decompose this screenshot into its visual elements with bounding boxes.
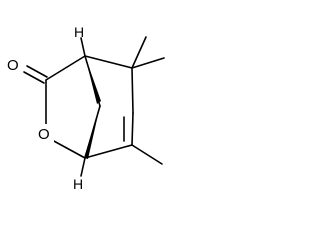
bond-cquat-ch	[131, 67, 134, 114]
bridge-wedge-upper	[85, 56, 101, 104]
ring-oxygen-label: O	[38, 126, 50, 143]
carbonyl-oxygen-label: O	[7, 57, 19, 74]
bridge-wedge-lower	[84, 106, 100, 159]
stereo-h-bottom-label: H	[73, 176, 83, 192]
bond-alkene-c5	[84, 144, 133, 159]
bond-c1-cquat	[84, 55, 133, 69]
methyl-bond-3	[131, 144, 163, 165]
ring-oxygen-mask	[37, 124, 54, 144]
methyl-bond-2	[131, 36, 147, 69]
bond-ringo-c5	[51, 139, 86, 159]
alkene-bond-1	[131, 112, 134, 146]
carbonyl-bond-2	[23, 71, 45, 84]
carbonyl-bond-1	[26, 65, 48, 78]
molecule-structure: O O H H	[6, 24, 165, 192]
stereo-bond-bottom	[80, 157, 86, 177]
stereo-bond-top	[80, 37, 86, 57]
bond-carbonyl-c1	[45, 55, 86, 81]
carbonyl-oxygen-mask	[6, 54, 23, 74]
methyl-bond-1	[131, 57, 165, 69]
stereo-h-top-label: H	[74, 24, 84, 40]
